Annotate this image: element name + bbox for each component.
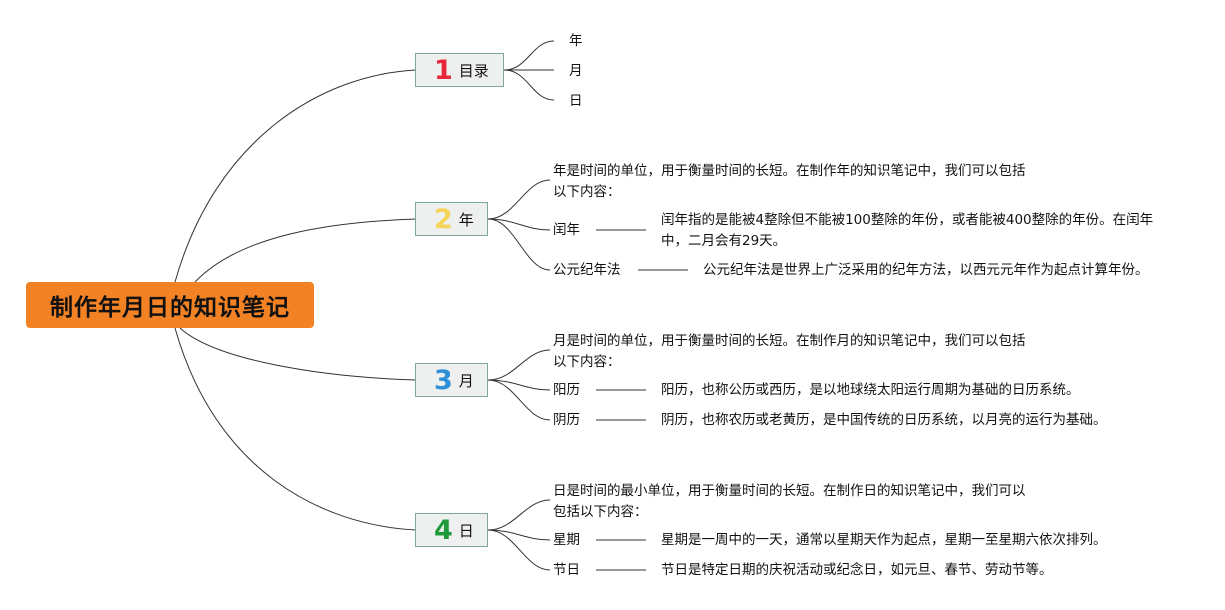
day-intro-line-2: 包括以下内容： bbox=[553, 504, 648, 520]
month-intro-line-1: 月是时间的单位，用于衡量时间的长短。在制作月的知识笔记中，我们可以包括 bbox=[553, 333, 1026, 349]
branch-month[interactable]: 3 月 bbox=[415, 363, 488, 397]
term-lunar-calendar[interactable]: 阴历 bbox=[553, 412, 580, 428]
month-intro[interactable]: 月是时间的单位，用于衡量时间的长短。在制作月的知识笔记中，我们可以包括 以下内容… bbox=[553, 331, 1026, 373]
branch-contents[interactable]: 1 目录 bbox=[415, 53, 504, 87]
contents-item-year[interactable]: 年 bbox=[569, 33, 583, 49]
branch-year[interactable]: 2 年 bbox=[415, 202, 488, 236]
branch-number: 2 bbox=[434, 203, 453, 235]
term-weekday[interactable]: 星期 bbox=[553, 532, 580, 548]
term-solar-calendar[interactable]: 阳历 bbox=[553, 382, 580, 398]
year-intro-line-2: 以下内容： bbox=[553, 184, 621, 200]
contents-item-day[interactable]: 日 bbox=[569, 93, 583, 109]
desc-leap-year[interactable]: 闰年指的是能被4整除但不能被100整除的年份，或者能被400整除的年份。在闰年 … bbox=[661, 210, 1153, 252]
branch-label: 目录 bbox=[458, 61, 489, 80]
term-leap-year[interactable]: 闰年 bbox=[553, 222, 580, 238]
month-intro-line-2: 以下内容： bbox=[553, 354, 621, 370]
year-intro[interactable]: 年是时间的单位，用于衡量时间的长短。在制作年的知识笔记中，我们可以包括 以下内容… bbox=[553, 161, 1026, 203]
day-intro[interactable]: 日是时间的最小单位，用于衡量时间的长短。在制作日的知识笔记中，我们可以 包括以下… bbox=[553, 481, 1026, 523]
term-holiday[interactable]: 节日 bbox=[553, 562, 580, 578]
branch-number: 1 bbox=[434, 54, 453, 86]
root-topic[interactable]: 制作年月日的知识笔记 bbox=[26, 282, 314, 328]
branch-day[interactable]: 4 日 bbox=[415, 513, 488, 547]
desc-line-1: 闰年指的是能被4整除但不能被100整除的年份，或者能被400整除的年份。在闰年 bbox=[661, 212, 1154, 228]
contents-item-month[interactable]: 月 bbox=[569, 63, 583, 79]
desc-ad-era[interactable]: 公元纪年法是世界上广泛采用的纪年方法，以西元元年作为起点计算年份。 bbox=[703, 262, 1149, 278]
desc-lunar-calendar[interactable]: 阴历，也称农历或老黄历，是中国传统的日历系统，以月亮的运行为基础。 bbox=[661, 412, 1107, 428]
branch-label: 月 bbox=[458, 371, 474, 390]
year-intro-line-1: 年是时间的单位，用于衡量时间的长短。在制作年的知识笔记中，我们可以包括 bbox=[553, 163, 1026, 179]
desc-solar-calendar[interactable]: 阳历，也称公历或西历，是以地球绕太阳运行周期为基础的日历系统。 bbox=[661, 382, 1080, 398]
desc-line-2: 中，二月会有29天。 bbox=[661, 233, 787, 249]
desc-weekday[interactable]: 星期是一周中的一天，通常以星期天作为起点，星期一至星期六依次排列。 bbox=[661, 532, 1107, 548]
desc-holiday[interactable]: 节日是特定日期的庆祝活动或纪念日，如元旦、春节、劳动节等。 bbox=[661, 562, 1053, 578]
branch-label: 年 bbox=[458, 210, 474, 229]
branch-label: 日 bbox=[458, 521, 474, 540]
branch-number: 4 bbox=[434, 514, 453, 546]
branch-number: 3 bbox=[434, 364, 453, 396]
day-intro-line-1: 日是时间的最小单位，用于衡量时间的长短。在制作日的知识笔记中，我们可以 bbox=[553, 483, 1026, 499]
root-title: 制作年月日的知识笔记 bbox=[50, 295, 290, 321]
term-ad-era[interactable]: 公元纪年法 bbox=[553, 262, 621, 278]
